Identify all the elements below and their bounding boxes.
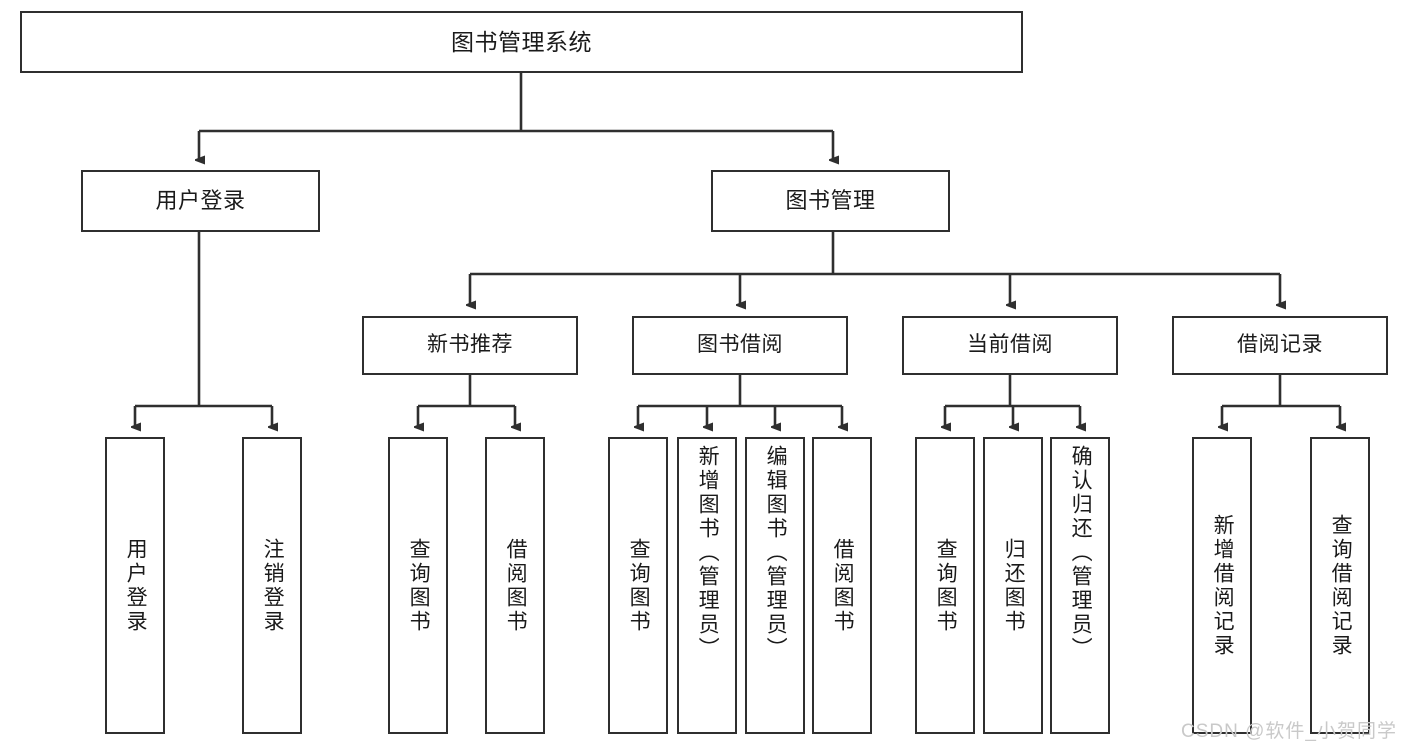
node-user-login[interactable]: 用户登录	[81, 170, 320, 232]
leaf-new-book-query[interactable]: 查询图书	[388, 437, 448, 734]
leaf-label: 归还图书	[1002, 537, 1026, 634]
leaf-record-add-record[interactable]: 新增借阅记录	[1192, 437, 1252, 734]
node-book-management[interactable]: 图书管理	[711, 170, 950, 232]
node-book-borrow[interactable]: 图书借阅	[632, 316, 848, 375]
leaf-user-login-signin[interactable]: 用户登录	[105, 437, 165, 734]
node-new-book-recommend[interactable]: 新书推荐	[362, 316, 578, 375]
leaf-label: 新增借阅记录	[1211, 513, 1235, 658]
leaf-label: 借阅图书	[831, 537, 855, 634]
node-label: 图书借阅	[697, 333, 783, 357]
leaf-borrow-borrow-book[interactable]: 借阅图书	[812, 437, 872, 734]
node-label: 图书管理系统	[451, 28, 592, 55]
leaf-current-return-book[interactable]: 归还图书	[983, 437, 1043, 734]
leaf-new-book-borrow[interactable]: 借阅图书	[485, 437, 545, 734]
leaf-label: 借阅图书	[504, 537, 528, 634]
leaf-label: 查询图书	[934, 537, 958, 634]
leaf-label: 查询图书	[627, 537, 651, 634]
node-label: 用户登录	[155, 188, 246, 214]
leaf-label: 查询借阅记录	[1329, 513, 1353, 658]
leaf-borrow-edit-book-admin[interactable]: 编辑图书（管理员）	[745, 437, 805, 734]
leaf-label: 注销登录	[261, 537, 285, 634]
leaf-label: 确认归还（管理员）	[1069, 445, 1093, 661]
leaf-current-confirm-return-admin[interactable]: 确认归还（管理员）	[1050, 437, 1110, 734]
leaf-current-query-book[interactable]: 查询图书	[915, 437, 975, 734]
node-label: 当前借阅	[967, 333, 1053, 357]
leaf-borrow-add-book-admin[interactable]: 新增图书（管理员）	[677, 437, 737, 734]
leaf-label: 查询图书	[407, 537, 431, 634]
leaf-user-login-signout[interactable]: 注销登录	[242, 437, 302, 734]
watermark-text: CSDN @软件_小贺同学	[1181, 721, 1397, 742]
leaf-label: 用户登录	[124, 537, 148, 634]
node-book-management-system[interactable]: 图书管理系统	[20, 11, 1023, 73]
leaf-label: 编辑图书（管理员）	[764, 445, 788, 661]
node-label: 图书管理	[785, 188, 876, 214]
node-label: 新书推荐	[427, 333, 513, 357]
leaf-borrow-query-book[interactable]: 查询图书	[608, 437, 668, 734]
leaf-label: 新增图书（管理员）	[696, 445, 720, 661]
node-label: 借阅记录	[1237, 333, 1323, 357]
node-borrow-record[interactable]: 借阅记录	[1172, 316, 1388, 375]
node-current-borrow[interactable]: 当前借阅	[902, 316, 1118, 375]
leaf-record-query-record[interactable]: 查询借阅记录	[1310, 437, 1370, 734]
